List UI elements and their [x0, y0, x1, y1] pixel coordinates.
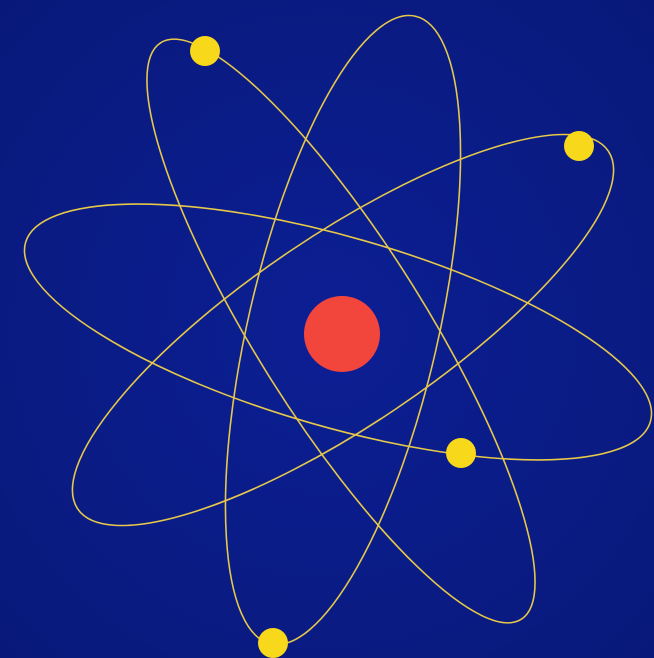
electron-top-left — [190, 36, 220, 66]
electron-top-right — [564, 131, 594, 161]
electron-bottom — [258, 628, 288, 658]
nucleus-circle — [304, 296, 380, 372]
electron-center-right — [446, 438, 476, 468]
